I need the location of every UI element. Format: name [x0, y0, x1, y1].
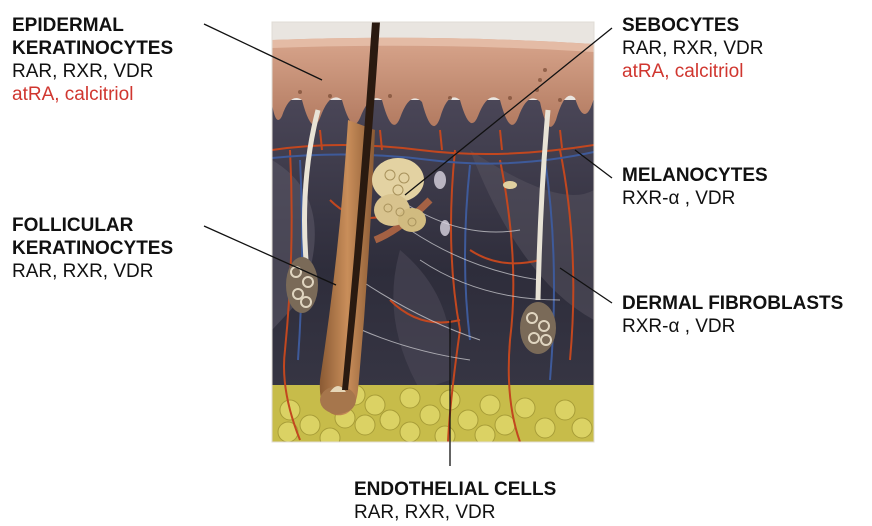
label-title: DERMAL FIBROBLASTS: [622, 292, 843, 315]
receptor-list: RAR, RXR, VDR: [354, 501, 556, 524]
label-title: SEBOCYTES: [622, 14, 763, 37]
skin-block: [272, 22, 594, 448]
label-sebocytes: SEBOCYTES RAR, RXR, VDR atRA, calcitriol: [622, 14, 763, 83]
label-endothelial-cells: ENDOTHELIAL CELLS RAR, RXR, VDR: [354, 478, 556, 524]
receptor-list: RXR-α , VDR: [622, 187, 768, 210]
label-title: MELANOCYTES: [622, 164, 768, 187]
fat-lobules: [272, 385, 594, 448]
label-dermal-fibroblasts: DERMAL FIBROBLASTS RXR-α , VDR: [622, 292, 843, 338]
label-title-line2: KERATINOCYTES: [12, 237, 173, 260]
receptor-list: RAR, RXR, VDR: [12, 260, 173, 283]
receptor-list: RXR-α , VDR: [622, 315, 843, 338]
ligand-list: atRA, calcitriol: [622, 60, 763, 83]
ligand-list: atRA, calcitriol: [12, 83, 173, 106]
label-follicular-keratinocytes: FOLLICULAR KERATINOCYTES RAR, RXR, VDR: [12, 214, 173, 283]
sweat-gland-right: [520, 302, 556, 354]
label-title: EPIDERMAL: [12, 14, 173, 37]
label-title: FOLLICULAR: [12, 214, 173, 237]
label-title-line2: KERATINOCYTES: [12, 37, 173, 60]
label-melanocytes: MELANOCYTES RXR-α , VDR: [622, 164, 768, 210]
label-epidermal-keratinocytes: EPIDERMAL KERATINOCYTES RAR, RXR, VDR at…: [12, 14, 173, 106]
receptor-list: RAR, RXR, VDR: [622, 37, 763, 60]
receptor-list: RAR, RXR, VDR: [12, 60, 173, 83]
label-title: ENDOTHELIAL CELLS: [354, 478, 556, 501]
